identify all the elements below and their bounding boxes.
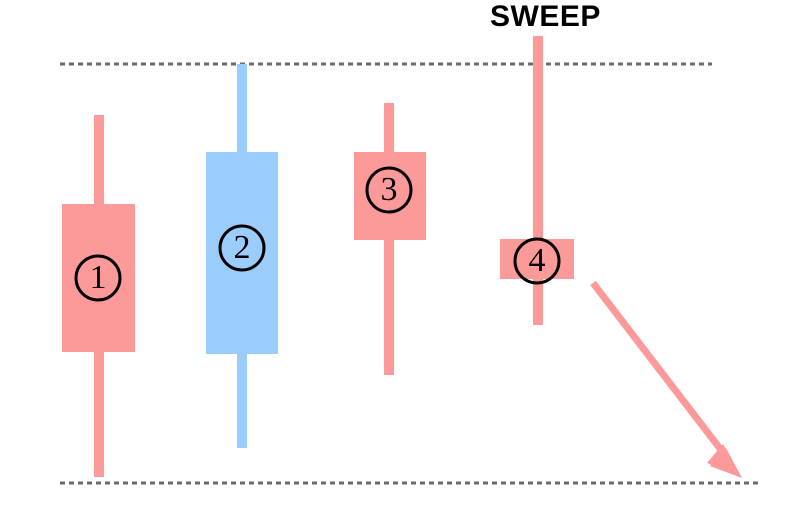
candle-4-marker-circle bbox=[513, 237, 561, 285]
candle-3-number: 3 bbox=[380, 171, 398, 208]
candle-2-marker-circle bbox=[218, 224, 266, 272]
candle-4[interactable] bbox=[500, 36, 574, 325]
candle-1-number: 1 bbox=[89, 259, 107, 296]
sweep-label: SWEEP bbox=[490, 0, 601, 33]
candle-1[interactable] bbox=[62, 115, 135, 477]
candle-2-body bbox=[206, 152, 278, 354]
candle-3-marker-circle bbox=[365, 166, 413, 214]
candle-2[interactable] bbox=[206, 64, 278, 448]
candle-4-number: 4 bbox=[528, 242, 546, 279]
candle-4-wick bbox=[533, 36, 543, 325]
arrow-head-fill bbox=[707, 444, 742, 478]
downward-move-arrow bbox=[590, 280, 742, 478]
candle-1-body bbox=[62, 204, 135, 352]
candle-1-marker-circle bbox=[74, 254, 122, 302]
candle-2-number: 2 bbox=[233, 229, 251, 266]
candle-3[interactable] bbox=[354, 103, 426, 375]
arrow-shaft bbox=[590, 280, 731, 462]
candle-4-body bbox=[500, 239, 574, 279]
